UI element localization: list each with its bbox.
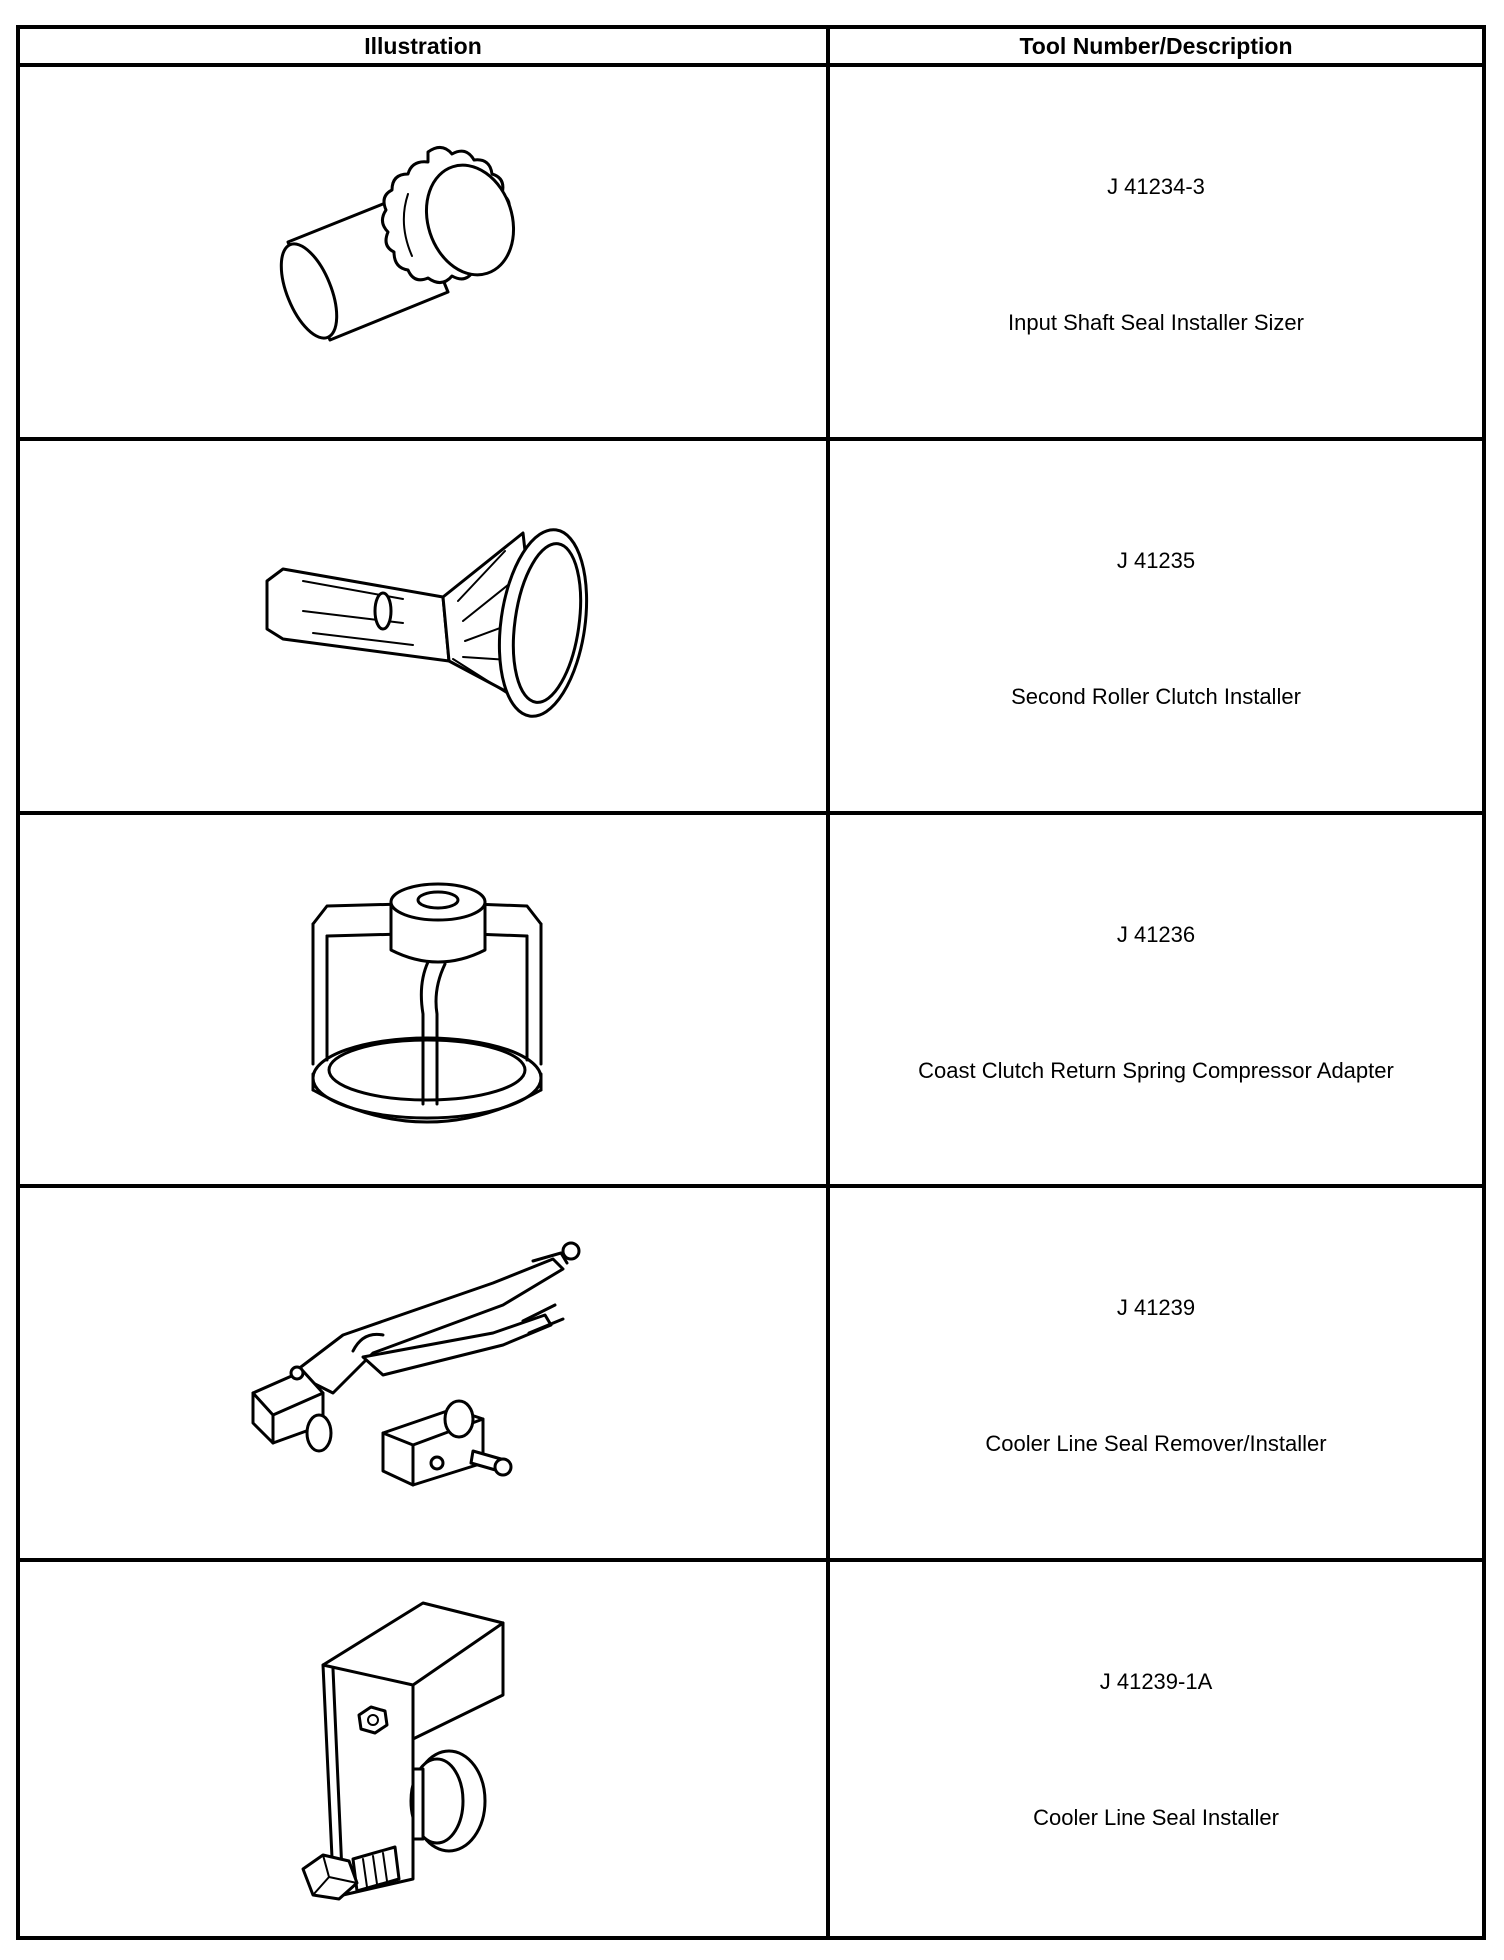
tool-number: J 41236 — [1116, 921, 1196, 947]
tool-description-cell: J 41236 Coast Clutch Return Spring Compr… — [830, 815, 1482, 1189]
roller-clutch-installer-illustration — [265, 527, 589, 718]
tool-description: Cooler Line Seal Installer — [1033, 1805, 1279, 1831]
tool-description-cell: J 41239 Cooler Line Seal Remover/Install… — [830, 1188, 1482, 1563]
header-tool-number-description: Tool Number/Description — [830, 29, 1482, 67]
tool-description: Input Shaft Seal Installer Sizer — [1008, 310, 1304, 335]
tool-description-cell: J 41239-1A Cooler Line Seal Installer — [830, 1562, 1482, 1936]
illustration-cell — [20, 814, 830, 1189]
tool-number: J 41234-3 — [1107, 174, 1205, 199]
tool-description: Second Roller Clutch Installer — [1011, 683, 1301, 709]
illustration-cell — [20, 67, 830, 441]
seal-installer-illustration — [301, 1601, 505, 1901]
tool-number: J 41239 — [1116, 1295, 1196, 1321]
tool-description-cell: J 41235 Second Roller Clutch Installer — [830, 441, 1482, 815]
tool-number: J 41235 — [1116, 547, 1196, 573]
tool-description: Cooler Line Seal Remover/Installer — [985, 1431, 1327, 1457]
tool-description-cell: J 41234-3 Input Shaft Seal Installer Siz… — [830, 67, 1482, 441]
header-illustration: Illustration — [20, 29, 830, 67]
tool-number: J 41239-1A — [1099, 1669, 1213, 1695]
seal-installer-sizer-illustration — [279, 145, 516, 342]
tool-description: Coast Clutch Return Spring Compressor Ad… — [918, 1057, 1394, 1083]
illustration-cell — [20, 1562, 830, 1936]
illustration-cell — [20, 440, 830, 815]
illustration-cell — [20, 1188, 830, 1563]
tool-table: Illustration Tool Number/Description J 4… — [16, 25, 1486, 1940]
seal-remover-installer-illustration — [251, 1241, 581, 1487]
spring-compressor-adapter-illustration — [311, 882, 543, 1124]
